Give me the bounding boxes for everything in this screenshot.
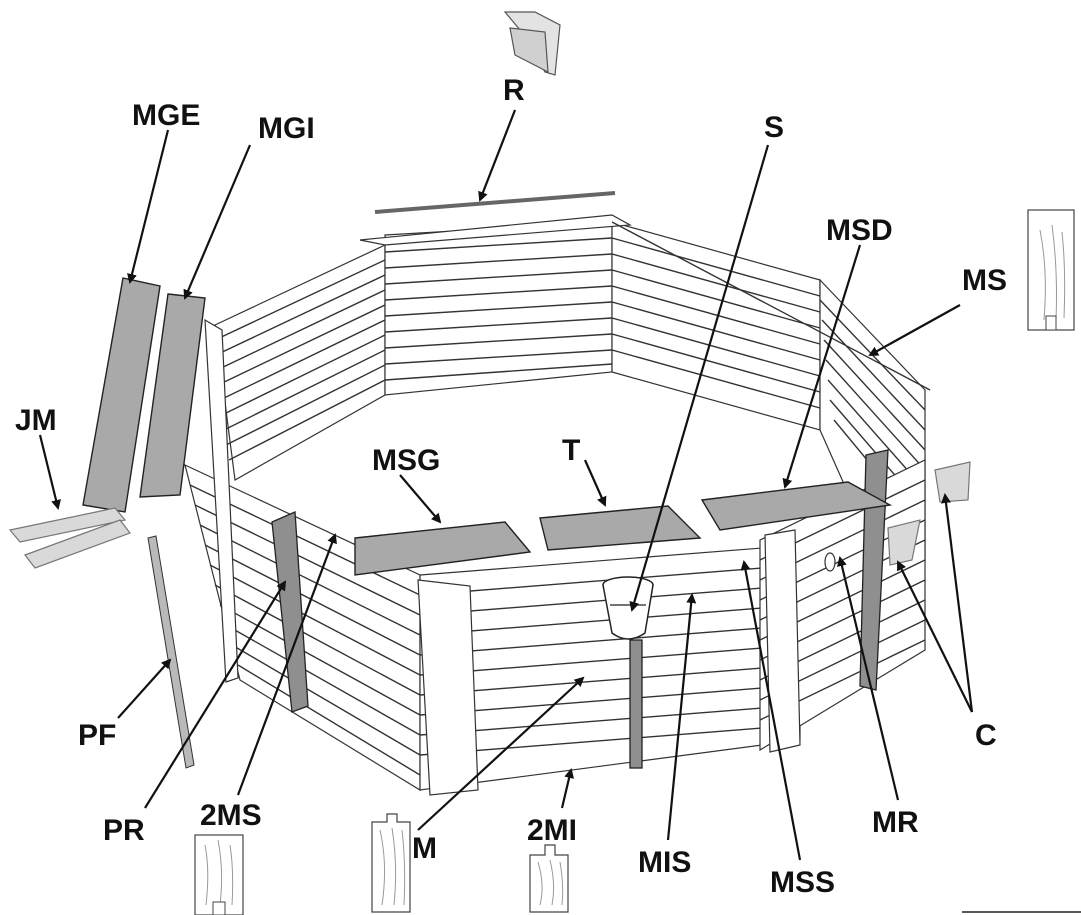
plank-lines-back-center <box>384 237 613 381</box>
label-PF: PF <box>78 719 116 752</box>
label-M: M <box>412 832 437 865</box>
label-MSG: MSG <box>372 444 440 477</box>
rod-PF <box>147 535 195 769</box>
label-MIS: MIS <box>638 846 691 879</box>
bracket-C-lower <box>887 519 921 566</box>
coping-piece-MSD <box>700 481 893 531</box>
label-PR: PR <box>103 814 145 847</box>
coping-piece-T <box>539 505 702 551</box>
jamb-front-right <box>764 529 801 753</box>
bracket-C-upper <box>934 461 971 503</box>
top-rim-back <box>359 214 633 246</box>
ladder-post <box>629 639 643 769</box>
plank-lines-back-left <box>214 259 386 461</box>
label-C: C <box>975 719 997 752</box>
part-labels: R MGE MGI S MSD MS JM MSG T C PF PR 2MS … <box>15 74 1007 899</box>
coping-piece-MGE <box>82 277 161 513</box>
label-T: T <box>562 434 580 467</box>
part-R-illustration <box>503 11 561 76</box>
top-rim-right <box>611 221 931 391</box>
profile-M-illustration <box>371 813 411 913</box>
label-MSS: MSS <box>770 866 835 899</box>
jamb-left <box>204 318 239 683</box>
plank-lines-back-right <box>611 237 821 409</box>
label-2MS: 2MS <box>200 799 262 832</box>
label-R: R <box>503 74 525 107</box>
label-2MI: 2MI <box>527 814 577 847</box>
label-MR: MR <box>872 806 919 839</box>
wall-panel-back-left <box>214 244 386 481</box>
label-JM: JM <box>15 404 57 437</box>
label-MGE: MGE <box>132 99 200 132</box>
post-left <box>271 511 309 713</box>
leader-arrows <box>38 109 974 861</box>
joint-plates-JM <box>8 507 131 569</box>
profile-2MI-illustration <box>529 844 569 913</box>
jamb-front-left <box>417 579 479 796</box>
profile-2MS-illustration <box>194 834 244 915</box>
rail-R <box>374 191 616 214</box>
post-right <box>859 449 889 691</box>
label-MGI: MGI <box>258 112 315 145</box>
label-S: S <box>764 111 784 144</box>
profile-MS-illustration <box>1027 209 1075 331</box>
wall-panel-front-center <box>419 544 801 791</box>
skimmer-cup <box>602 576 654 640</box>
wall-panel-back-center <box>384 221 613 396</box>
coping-piece-MSG <box>354 521 532 576</box>
return-fitting <box>824 552 836 572</box>
label-MSD: MSD <box>826 214 893 247</box>
label-MS: MS <box>962 264 1007 297</box>
